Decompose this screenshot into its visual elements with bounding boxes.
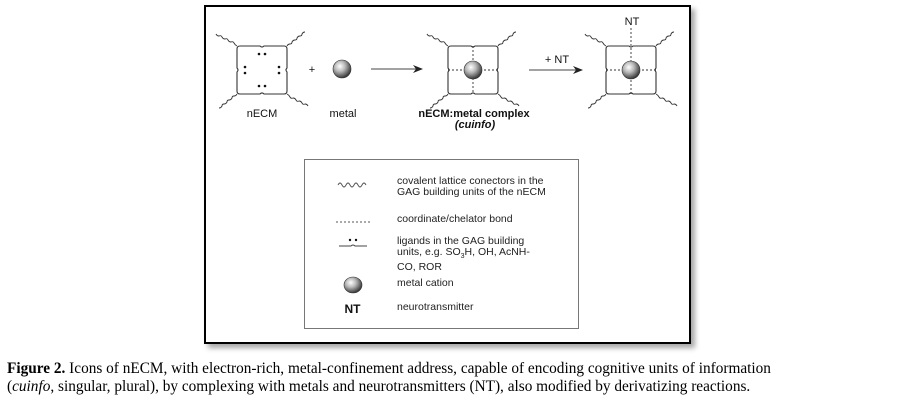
caption-cuinfo: cuinfo [12,378,51,395]
caption-line1: Icons of nECM, with electron-rich, metal… [65,360,771,377]
cuinfo-label: (cuinfo) [455,119,496,131]
complex-label: nECM:metal complex [418,108,530,120]
caption-label: Figure 2. [7,360,66,377]
legend-text: GAG building units of the nECM [397,186,546,198]
necm-label: nECM [247,108,278,120]
caption-paren: ( [7,378,13,395]
plus-nt-label: + NT [545,54,569,66]
legend-text: units, e.g. SO3H, OH, AcNH- [397,246,530,261]
legend-text: ligands in the GAG building [397,235,525,247]
sphere-icon [305,276,400,299]
necm-icon [215,31,309,109]
figure-caption: Figure 2. Icons of nECM, with electron-r… [7,360,902,396]
nt-symbol: NT [344,302,361,316]
nt-complex-icon [584,28,678,109]
plus-sign: + [309,64,315,76]
legend-text: covalent lattice conectors in the [397,175,544,187]
complex-icon [426,31,520,109]
legend-text: neurotransmitter [397,301,474,313]
metal-label: metal [330,108,357,120]
metal-sphere-icon [332,59,352,79]
caption-line2: , singular, plural), by complexing with … [50,378,751,395]
dashed-line-icon [305,214,400,232]
legend-box: covalent lattice conectors in the GAG bu… [304,159,579,329]
wavy-line-icon [305,176,400,194]
nt-top-label: NT [625,16,640,28]
legend-text: CO, ROR [397,261,442,274]
ligand-bracket-icon [305,236,400,255]
legend-text: metal cation [397,277,454,289]
legend-text: coordinate/chelator bond [397,213,513,225]
